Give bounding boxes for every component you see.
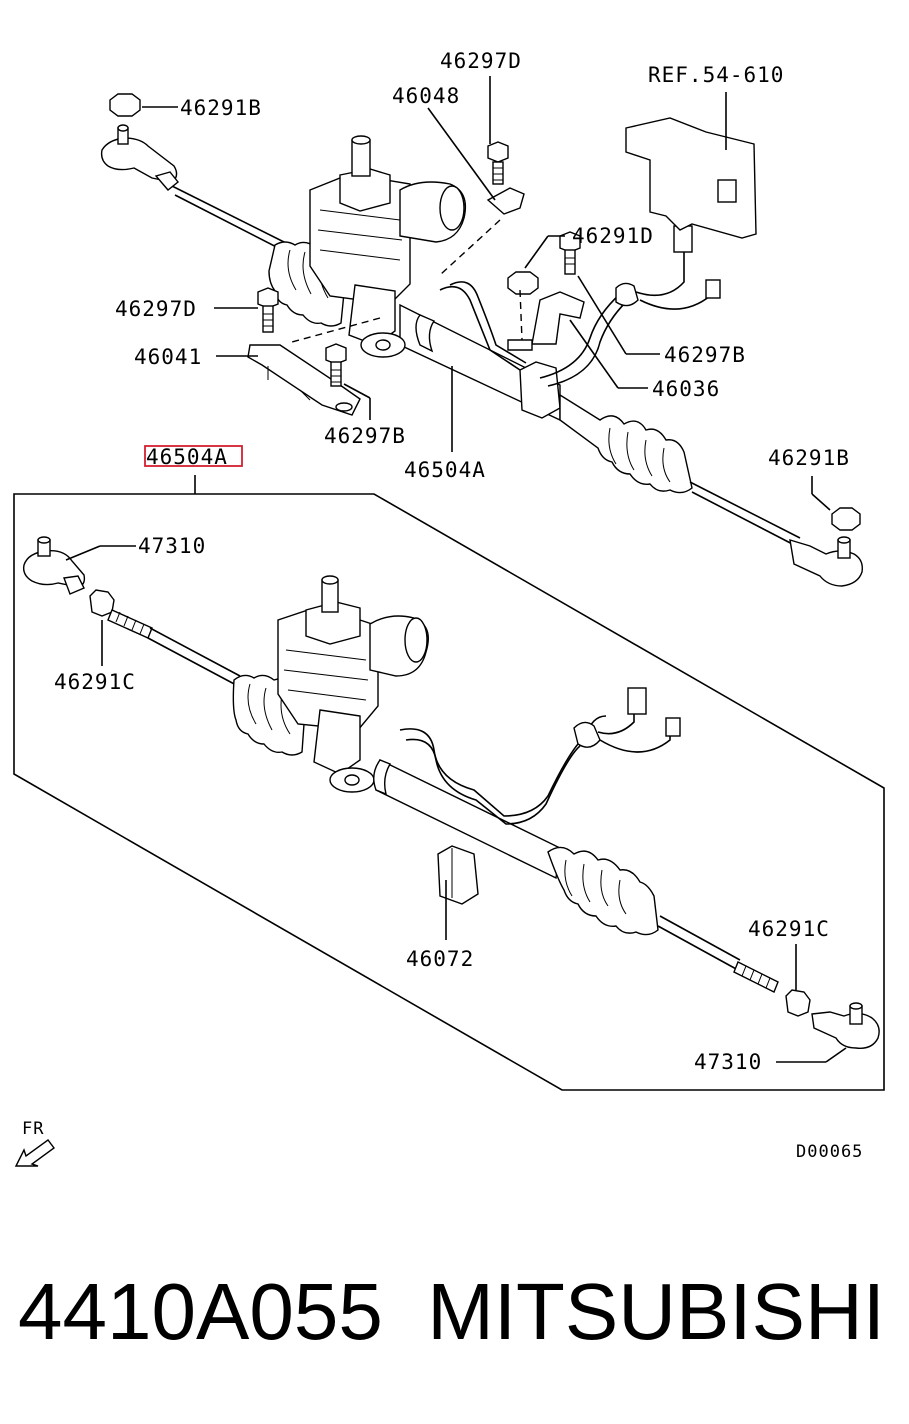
callout-46048: 46048	[392, 84, 460, 108]
upper-steering-rack-assembly	[100, 93, 864, 587]
bushing-46072	[437, 845, 479, 905]
nut-46291C-left	[89, 589, 115, 617]
nut-46291B-top	[109, 93, 141, 117]
front-arrow-icon	[14, 1139, 55, 1167]
ecu-bracket-ref	[625, 117, 757, 239]
part-number: 4410A055	[18, 1267, 383, 1356]
footer: 4410A055 MITSUBISHI	[0, 1262, 909, 1382]
callout-46041: 46041	[134, 345, 202, 369]
bolt-46297D-left	[257, 287, 279, 333]
callout-47310-right: 47310	[694, 1050, 762, 1074]
callout-46297D-left: 46297D	[115, 297, 197, 321]
highlight-box	[144, 445, 243, 467]
callout-46291B-top: 46291B	[180, 96, 262, 120]
callout-46291C-left: 46291C	[54, 670, 136, 694]
callout-46297D-top: 46297D	[440, 49, 522, 73]
upper-leader-lines	[142, 76, 831, 511]
diagram-code: D00065	[796, 1142, 863, 1162]
nut-46291C-right	[785, 989, 811, 1017]
front-direction-indicator: FR	[14, 1119, 55, 1167]
callout-46504A-highlight[interactable]: 46504A	[146, 445, 228, 469]
callout-ref-54-610: REF.54-610	[648, 63, 784, 87]
clip-46048	[486, 187, 525, 215]
callout-46297B-right: 46297B	[664, 343, 746, 367]
callout-47310-left: 47310	[138, 534, 206, 558]
callout-46291C-right: 46291C	[748, 917, 830, 941]
nut-46291B-right	[831, 507, 861, 531]
direction-label: FR	[22, 1119, 44, 1139]
callout-46291D: 46291D	[572, 224, 654, 248]
callout-46036: 46036	[652, 377, 720, 401]
lower-leader-lines	[65, 545, 847, 1063]
callout-46072: 46072	[406, 947, 474, 971]
brand-name: MITSUBISHI	[427, 1267, 885, 1356]
bolt-46297B-bottom	[325, 343, 347, 387]
lower-steering-rack-assembly	[22, 536, 880, 1049]
bolt-46297B-right	[559, 231, 581, 275]
nut-46291D	[507, 271, 539, 295]
assembly-boundary	[13, 493, 885, 1091]
bolt-46297D-top	[487, 141, 509, 185]
callout-46297B-bottom: 46297B	[324, 424, 406, 448]
callout-46504A-lower: 46504A	[404, 458, 486, 482]
callout-46291B-right: 46291B	[768, 446, 850, 470]
